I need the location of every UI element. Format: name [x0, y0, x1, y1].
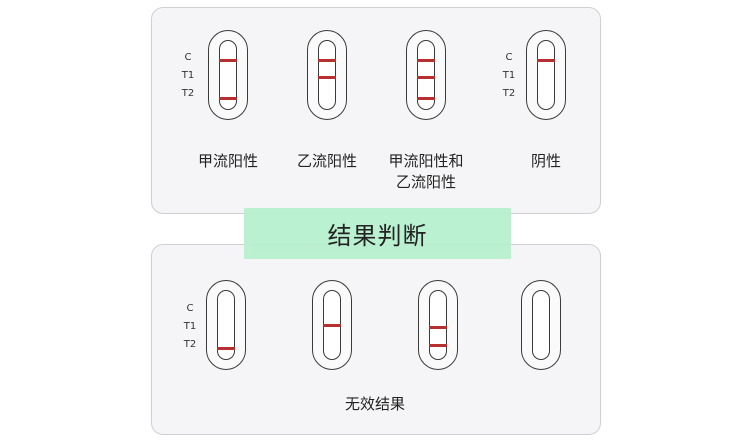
label-t2: T2 [183, 339, 197, 350]
c-line-band [537, 59, 555, 62]
invalid-cassette-no-lines [521, 280, 561, 370]
result-window [318, 40, 336, 110]
label-t2: T2 [502, 88, 516, 99]
invalid-cassette-t1-only [312, 280, 352, 370]
result-window [417, 40, 435, 110]
test-cassette-flu-b-positive [307, 30, 347, 120]
t2-line-band [417, 97, 435, 100]
label-t1: T1 [181, 70, 195, 81]
t1-line-band [417, 76, 435, 79]
label-t1: T1 [183, 321, 197, 332]
label-c: C [505, 52, 513, 63]
test-cassette-negative [526, 30, 566, 120]
label-c: C [186, 303, 194, 314]
result-label-flu-a-and-b-positive: 甲流阳性和 乙流阳性 [376, 151, 476, 193]
result-window [532, 290, 550, 360]
label-c: C [184, 52, 192, 63]
invalid-cassette-t1-and-t2 [418, 280, 458, 370]
test-cassette-flu-a-and-b-positive [406, 30, 446, 120]
t2-line-band [429, 344, 447, 347]
c-line-band [219, 59, 237, 62]
result-window [429, 290, 447, 360]
result-window [217, 290, 235, 360]
c-line-band [417, 59, 435, 62]
t1-line-band [323, 324, 341, 327]
t2-line-band [219, 97, 237, 100]
result-window [219, 40, 237, 110]
invalid-result-label: 无效结果 [344, 395, 405, 413]
t1-line-band [429, 326, 447, 329]
result-label-line2: 乙流阳性 [395, 173, 456, 191]
result-judgment-banner: 结果判断 [244, 208, 511, 259]
result-label-flu-a-positive: 甲流阳性 [197, 152, 258, 170]
result-label-flu-b-positive: 乙流阳性 [296, 152, 357, 170]
invalid-cassette-t2-only [206, 280, 246, 370]
result-label-negative: 阴性 [530, 152, 561, 170]
test-cassette-flu-a-positive [208, 30, 248, 120]
c-line-band [318, 59, 336, 62]
result-window [537, 40, 555, 110]
t1-line-band [318, 76, 336, 79]
t2-line-band [217, 347, 235, 350]
label-t2: T2 [181, 88, 195, 99]
result-label-line1: 甲流阳性和 [388, 152, 464, 170]
label-t1: T1 [502, 70, 516, 81]
